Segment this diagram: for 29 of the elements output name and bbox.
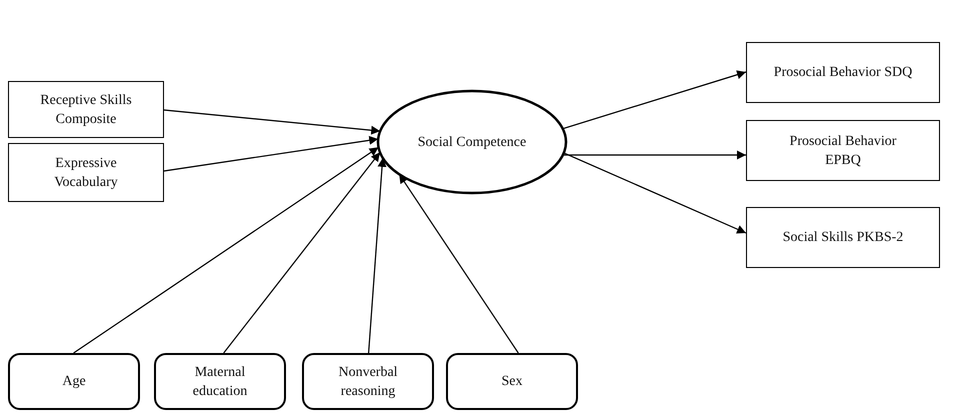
node-label: Age [61,373,87,391]
arrow [368,158,387,354]
node-label: Expressive Vocabulary [53,154,119,192]
rounded-box [302,353,434,410]
arrow [73,146,379,354]
node-label: Prosocial Behavior EPBQ [788,132,898,170]
variable-box [746,42,940,103]
rounded-box [446,353,578,410]
arrow [562,150,746,160]
arrow [164,136,378,172]
node-label: Sex [500,373,524,391]
arrow [223,152,380,354]
node-label: Maternal education [192,364,248,400]
node-label: Social Skills PKBS-2 [782,229,904,247]
variable-box [8,143,164,202]
arrow [562,70,746,130]
node-label: Social Competence [416,134,528,152]
arrow [164,109,380,135]
node-label: Receptive Skills Composite [39,92,133,128]
variable-box [746,120,940,181]
node-label: Prosocial Behavior SDQ [772,64,914,82]
variable-box [8,81,164,138]
node-label: Nonverbal reasoning [337,364,399,400]
latent-ellipse [377,90,567,194]
rounded-box [154,353,286,410]
variable-box [746,207,940,268]
arrow [398,174,519,354]
arrow [564,152,746,234]
rounded-box [8,353,140,410]
